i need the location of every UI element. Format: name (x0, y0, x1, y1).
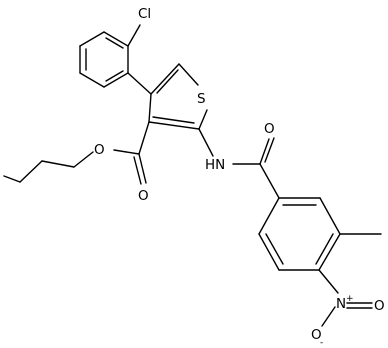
nitro-oxygen-bottom-label: O (311, 327, 322, 343)
chlorine-label: Cl (138, 6, 151, 22)
amide-nh-label: HN (205, 157, 225, 173)
aryl-thiophene-bond (127, 72, 152, 95)
nitro-oxygen-right-label: O (374, 298, 385, 314)
thiophene-ring (148, 63, 208, 130)
ester-carbonyl-oxygen-label: O (138, 188, 149, 204)
ester-group (3, 121, 150, 185)
amide-oxygen-label: O (264, 121, 275, 137)
nitro-oxygen-bottom-charge: - (320, 338, 323, 348)
sulfur-label: S (197, 91, 206, 107)
nitro-nitrogen-charge: + (346, 294, 354, 304)
amide-group (198, 128, 280, 199)
nitro-nitrogen-label: N (336, 296, 346, 312)
nitrotoluene-ring (258, 197, 341, 271)
nitro-group (318, 269, 373, 327)
c-cl-bond (127, 24, 141, 47)
chlorophenyl-ring (79, 31, 129, 88)
ester-ether-oxygen-label: O (94, 142, 105, 158)
